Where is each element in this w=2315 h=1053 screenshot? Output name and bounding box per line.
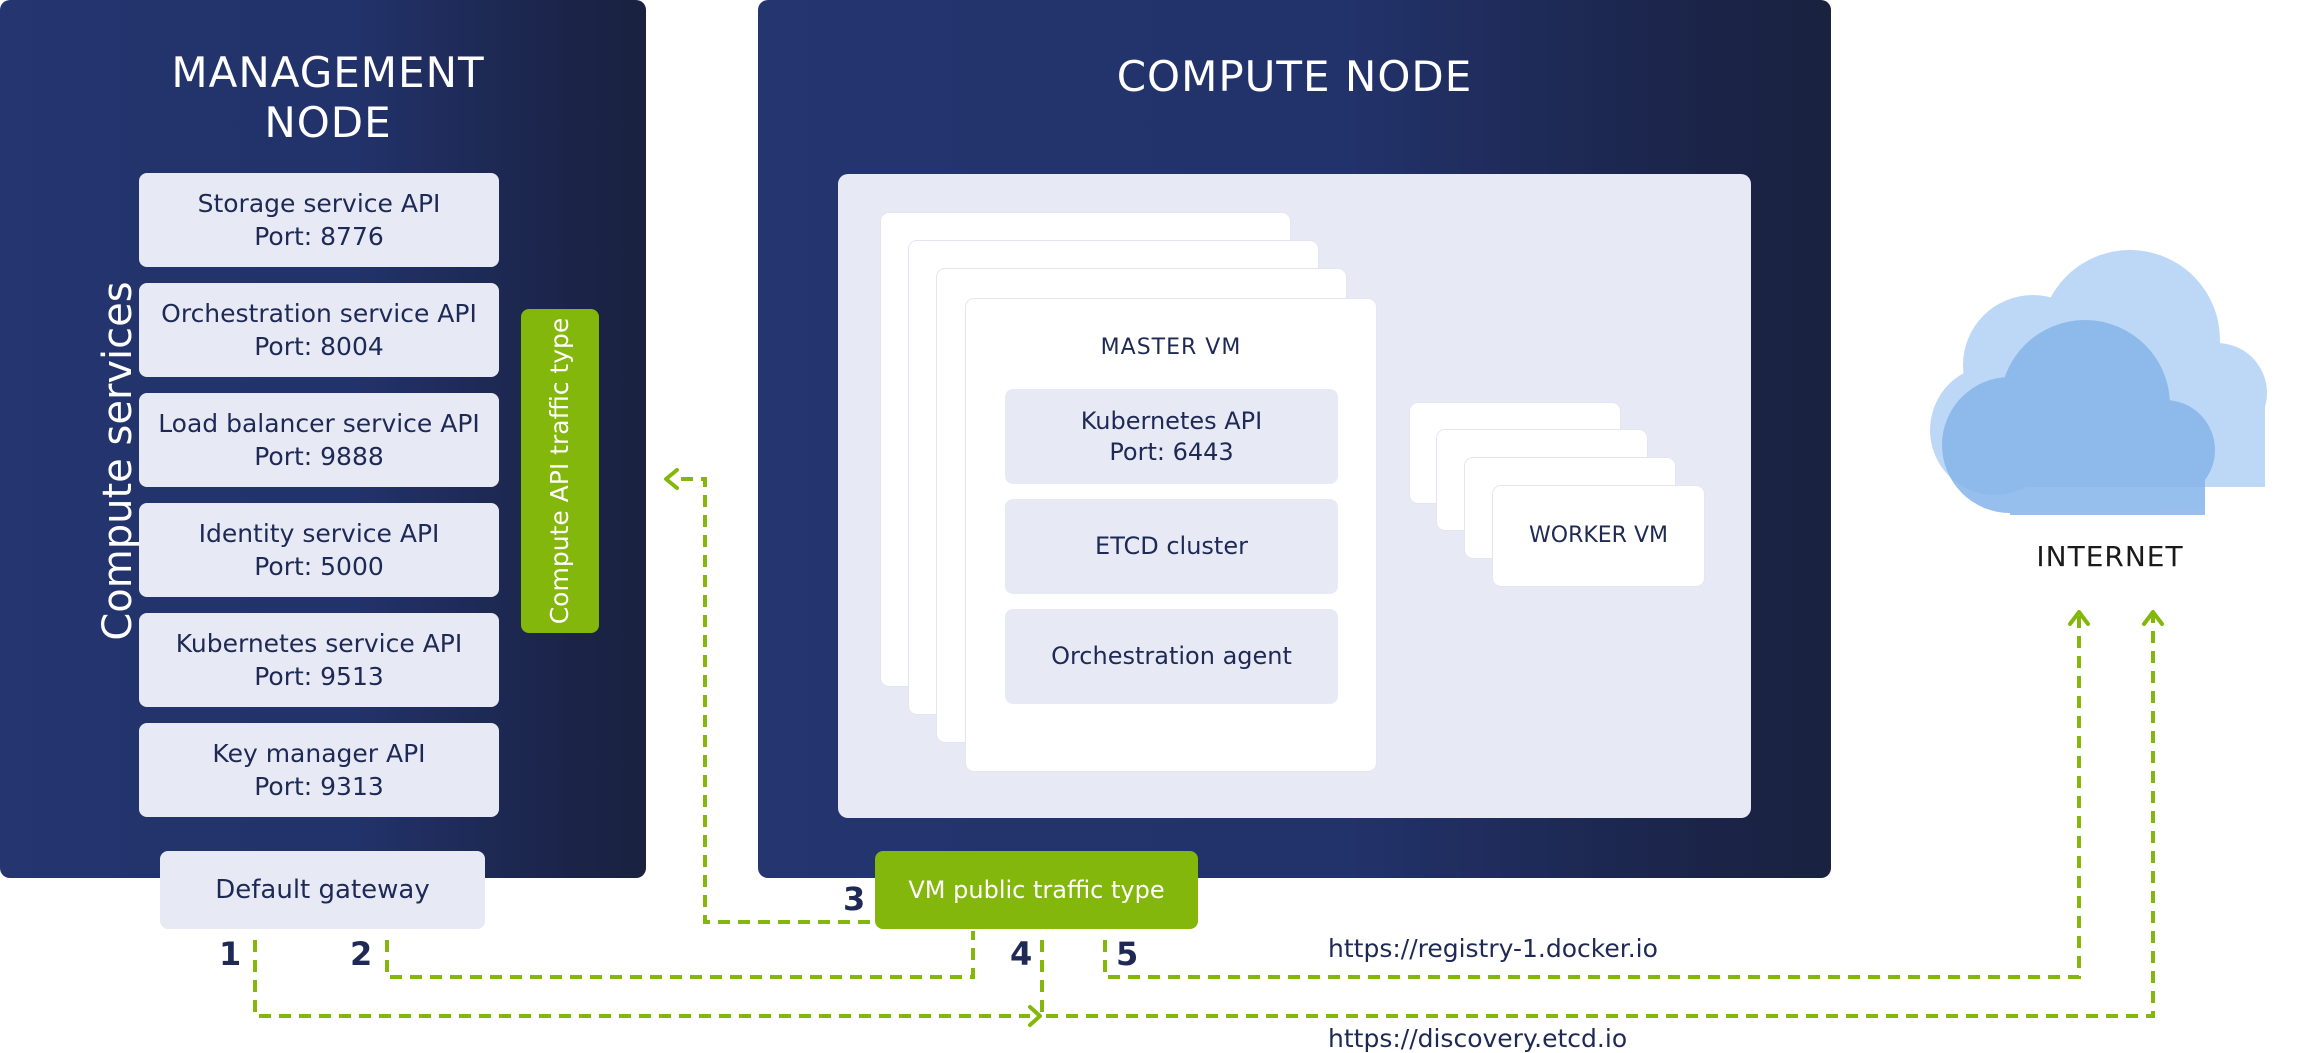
- connection-4-line: [1040, 615, 2155, 1018]
- service-port: Port: 9313: [254, 772, 384, 801]
- master-vm-title: MASTER VM: [1100, 335, 1242, 360]
- default-gateway-box: Default gateway: [160, 851, 485, 929]
- service-name: Key manager API: [212, 739, 426, 768]
- connection-1-line: [253, 940, 1030, 1018]
- connection-number-4: 4: [1010, 935, 1033, 973]
- service-load-balancer: Load balancer service API Port: 9888: [139, 393, 499, 487]
- internet-label: INTERNET: [2036, 540, 2184, 573]
- connection-2-line: [385, 931, 975, 979]
- etcd-cluster-box: ETCD cluster: [1005, 499, 1338, 594]
- arrow-head-icon: [1028, 1005, 1042, 1027]
- service-port: Port: 5000: [254, 552, 384, 581]
- connection-5-line: [1103, 615, 2081, 979]
- service-name: Identity service API: [198, 519, 440, 548]
- compute-node-title: COMPUTE NODE: [1116, 52, 1473, 101]
- connection-number-1: 1: [219, 935, 242, 973]
- kubernetes-api-port: Port: 6443: [1109, 437, 1234, 466]
- service-kubernetes: Kubernetes service API Port: 9513: [139, 613, 499, 707]
- etcd-cluster-name: ETCD cluster: [1095, 532, 1248, 560]
- worker-vm-card: WORKER VM: [1493, 486, 1704, 586]
- service-name: Storage service API: [197, 189, 441, 218]
- arrow-head-icon: [2142, 610, 2164, 626]
- arrow-head-icon: [664, 468, 679, 490]
- service-name: Orchestration service API: [161, 299, 477, 328]
- management-node-title: MANAGEMENT NODE: [0, 48, 656, 148]
- service-port: Port: 8004: [254, 332, 384, 361]
- orchestration-agent-box: Orchestration agent: [1005, 609, 1338, 704]
- orchestration-agent-name: Orchestration agent: [1051, 642, 1292, 670]
- registry-url: https://registry-1.docker.io: [1328, 934, 1658, 963]
- management-node-title-line1: MANAGEMENT: [171, 48, 485, 97]
- arrow-head-icon: [2068, 610, 2090, 626]
- kubernetes-api-name: Kubernetes API: [1080, 406, 1263, 435]
- connection-number-5: 5: [1116, 935, 1139, 973]
- connection-number-2: 2: [350, 935, 373, 973]
- service-storage: Storage service API Port: 8776: [139, 173, 499, 267]
- management-node-title-line2: NODE: [264, 98, 392, 147]
- connection-3-line: [680, 477, 870, 924]
- service-port: Port: 9513: [254, 662, 384, 691]
- service-identity: Identity service API Port: 5000: [139, 503, 499, 597]
- discovery-url: https://discovery.etcd.io: [1328, 1024, 1628, 1053]
- cloud-icon: [1930, 250, 2267, 515]
- service-name: Kubernetes service API: [175, 629, 463, 658]
- service-name: Load balancer service API: [158, 409, 480, 438]
- compute-api-traffic-type-box: [521, 309, 599, 633]
- kubernetes-api-box: Kubernetes API Port: 6443: [1005, 389, 1338, 484]
- service-orchestration: Orchestration service API Port: 8004: [139, 283, 499, 377]
- service-port: Port: 8776: [254, 222, 384, 251]
- service-key-manager: Key manager API Port: 9313: [139, 723, 499, 817]
- service-port: Port: 9888: [254, 442, 384, 471]
- vm-public-traffic-type-box: VM public traffic type: [875, 851, 1198, 929]
- connection-number-3: 3: [843, 880, 866, 918]
